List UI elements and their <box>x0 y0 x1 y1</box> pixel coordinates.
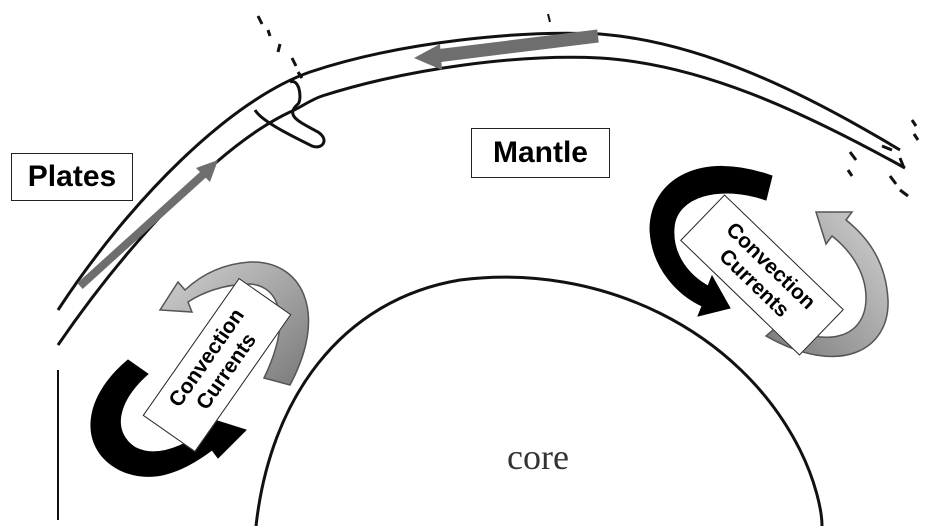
subducting-slab <box>253 80 326 149</box>
left-current-dark-arrow <box>90 359 247 477</box>
core-boundary <box>254 275 824 527</box>
top-tick <box>547 13 551 23</box>
plate-arrow-top <box>414 29 599 70</box>
left-current-light-arrow <box>158 261 310 386</box>
mantle-label-text: Mantle <box>492 136 588 169</box>
ridge-dashes-right <box>846 119 920 198</box>
right-current-dark-arrow <box>649 166 773 317</box>
mantle-label: Mantle <box>471 128 610 178</box>
plate-arrow-left <box>77 160 218 289</box>
core-label: core <box>507 437 569 477</box>
ridge-dashes-left <box>256 15 304 79</box>
right-current-light-arrow <box>764 211 889 358</box>
crust-outer-edge <box>56 31 901 311</box>
plates-label-text: Plates <box>27 160 117 193</box>
plates-label: Plates <box>11 153 133 201</box>
